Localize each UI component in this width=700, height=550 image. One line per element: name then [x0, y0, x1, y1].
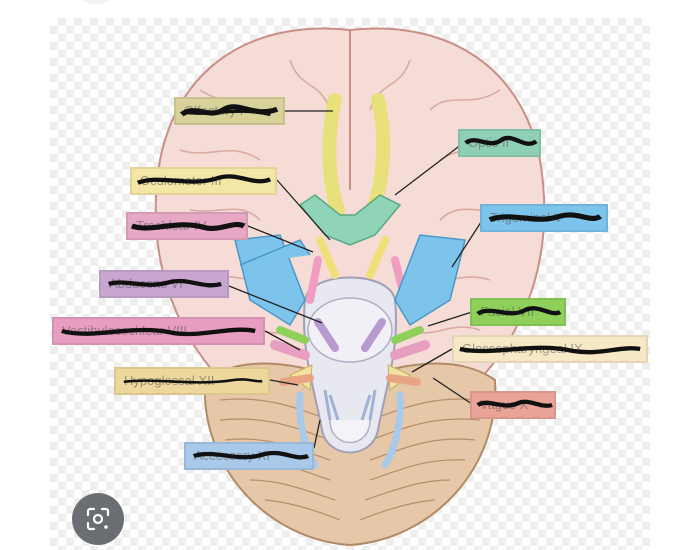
label-oculomotor: Oculomotor III: [130, 167, 277, 195]
vestibulocochlear-nerve: [270, 340, 430, 360]
label-vagus: Vagus X: [470, 391, 556, 419]
scribble-overlay: [476, 399, 553, 408]
cerebellum-folia: [219, 398, 481, 521]
scribble-overlay: [192, 450, 310, 460]
google-lens-icon: [86, 507, 110, 531]
scribble-overlay: [476, 306, 562, 316]
label-abducens: Abducens VI: [99, 270, 229, 298]
scribble-overlay: [107, 278, 222, 288]
scribble-overlay: [123, 378, 263, 384]
label-vestibulocochlear: Vestibulocochlear VIII: [52, 317, 265, 345]
label-accessory: Accessory XI: [184, 442, 314, 470]
vagus-nerve: [279, 374, 421, 386]
scribble-overlay: [464, 135, 538, 146]
hypoglossal-nerve: [323, 389, 377, 421]
label-olfactory: Olfactory I: [174, 97, 285, 125]
leader-lines: [228, 110, 484, 449]
google-lens-button[interactable]: [72, 493, 124, 545]
label-facial: Facial VII: [470, 298, 566, 326]
label-glossopharyngeal: Glossopharyngeal IX: [452, 335, 648, 363]
facial-nerve: [276, 326, 424, 344]
scribble-overlay: [488, 212, 602, 223]
medulla: [329, 419, 371, 444]
trigeminal-nerve: [234, 234, 466, 327]
label-trochlear: Trochlear IV: [126, 212, 248, 240]
scribble-overlay: [179, 104, 279, 117]
abducens-nerve: [314, 318, 386, 352]
label-optic: Optic II: [458, 129, 541, 157]
label-hypoglossal: Hypoglossal XII: [114, 367, 270, 395]
scribble-overlay: [130, 222, 246, 231]
scribble-overlay: [459, 345, 641, 355]
label-trigeminal: Trigeminal V: [480, 204, 608, 232]
oculomotor-nerve: [316, 236, 389, 279]
scribble-overlay: [61, 327, 256, 337]
top-edge-element: [80, 0, 112, 4]
scribble-overlay: [136, 174, 272, 185]
